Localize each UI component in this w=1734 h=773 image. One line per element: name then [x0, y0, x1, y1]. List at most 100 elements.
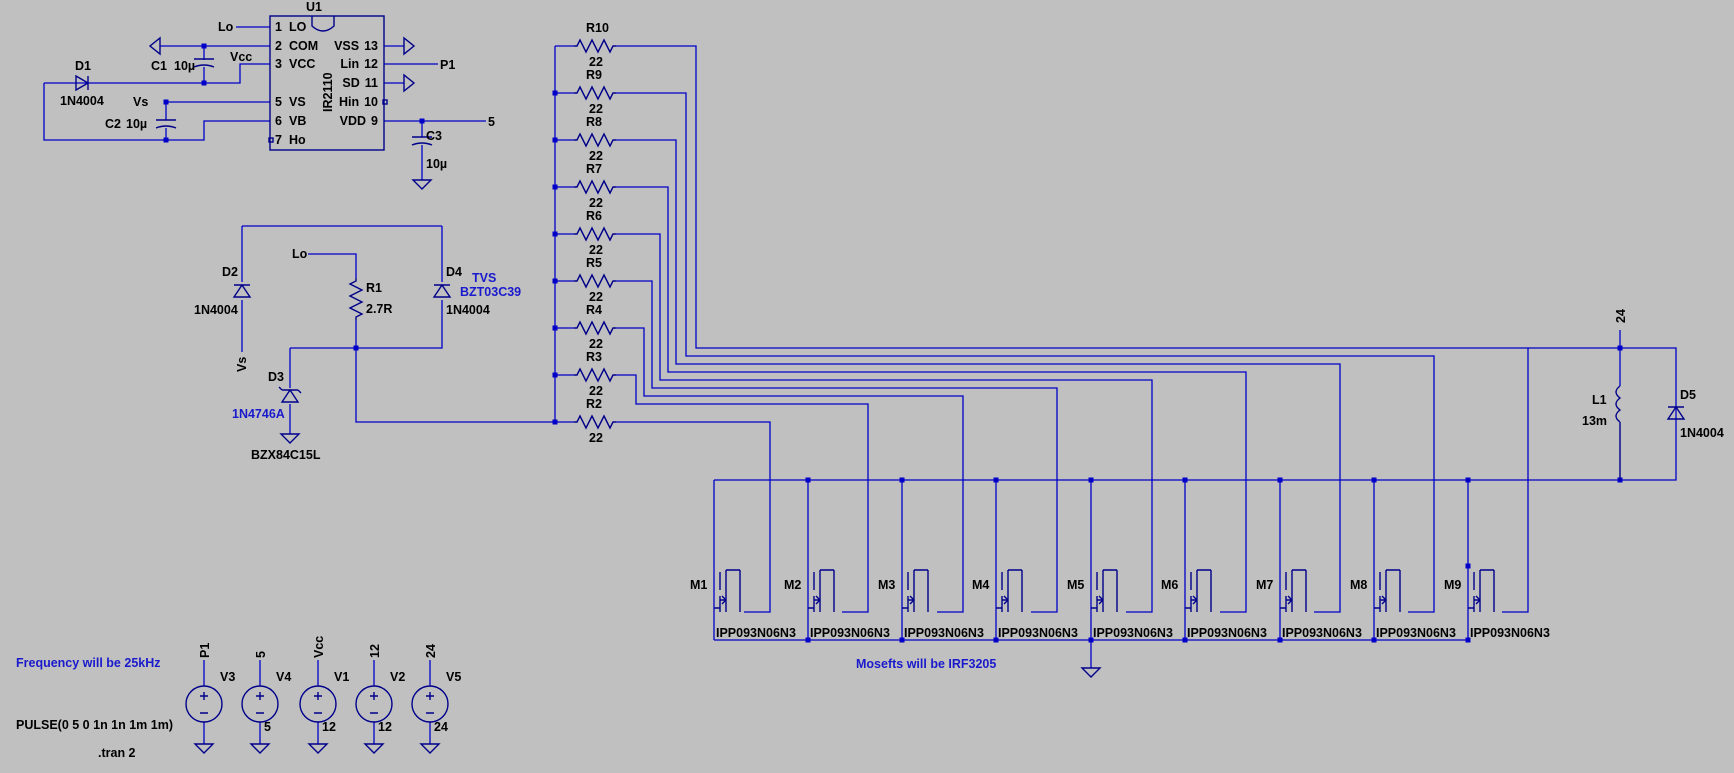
mosfet-ref: M2 — [784, 578, 801, 592]
mosfet-arrow — [721, 595, 727, 605]
l1-value: 13m — [1582, 414, 1607, 428]
d2-ref: D2 — [222, 265, 238, 279]
net-label-vcc: Vcc — [230, 50, 252, 64]
mosfet-symbol — [714, 569, 741, 612]
gate-resistor-value: 22 — [589, 102, 603, 116]
wire — [356, 300, 443, 349]
resistor-symbol — [574, 273, 616, 289]
gate-resistor-ref: R5 — [586, 256, 602, 270]
mosfet-arrow — [1098, 595, 1104, 605]
wire — [616, 92, 1435, 613]
capacitor-symbol — [155, 119, 177, 129]
mosfet-part: IPP093N06N3 — [1093, 626, 1173, 640]
source-polarity — [314, 692, 322, 714]
gate-resistor-value: 22 — [589, 149, 603, 163]
ic-pin-number: 6 — [275, 114, 282, 128]
gate-resistor-value: 22 — [589, 384, 603, 398]
source-ref: V4 — [276, 670, 291, 684]
source-value: 24 — [434, 720, 448, 734]
junction-dot — [1465, 563, 1471, 569]
resistor-symbol — [574, 367, 616, 383]
capacitor-symbol — [193, 58, 215, 68]
mosfet-ref: M9 — [1444, 578, 1461, 592]
ground-symbol — [249, 743, 271, 754]
ic-pin-number: 7 — [275, 133, 282, 147]
ic-pin-name: Ho — [289, 133, 306, 147]
net-label-vs: Vs — [133, 95, 148, 109]
d3-value: 1N4746A — [232, 407, 285, 421]
source-value: 12 — [378, 720, 392, 734]
voltage-source — [355, 685, 393, 723]
d3-ref: D3 — [268, 370, 284, 384]
resistor-symbol — [574, 85, 616, 101]
ic-pin-name: VB — [289, 114, 306, 128]
resistor-symbol — [574, 38, 616, 54]
c1-ref: C1 — [151, 59, 167, 73]
mosfet-part: IPP093N06N3 — [1282, 626, 1362, 640]
mosfet-ref: M4 — [972, 578, 989, 592]
wire — [616, 280, 1058, 613]
components — [75, 15, 1686, 754]
voltage-source — [241, 685, 279, 723]
d3-alt: BZX84C15L — [251, 448, 321, 462]
ground-symbol — [279, 433, 301, 444]
net-label-lo: Lo — [292, 247, 308, 261]
pin-marker — [382, 99, 388, 105]
c3-ref: C3 — [426, 129, 442, 143]
mosfet-ref: M1 — [690, 578, 707, 592]
ic-body — [269, 15, 385, 151]
r1-value: 2.7R — [366, 302, 392, 316]
gate-resistor-ref: R9 — [586, 68, 602, 82]
source-ref: V5 — [446, 670, 461, 684]
mosfet-symbol — [1468, 569, 1495, 612]
ic-ref: U1 — [306, 0, 322, 14]
wire — [616, 421, 771, 613]
net-label-p1: P1 — [440, 58, 455, 72]
mosfet-part: IPP093N06N3 — [998, 626, 1078, 640]
note-frequency: Frequency will be 25kHz — [16, 656, 161, 670]
gate-resistor-ref: R8 — [586, 115, 602, 129]
mosfet-part: IPP093N06N3 — [1187, 626, 1267, 640]
note-pulse: PULSE(0 5 0 1n 1n 1m 1m) — [16, 718, 173, 732]
d5-value: 1N4004 — [1680, 426, 1724, 440]
c1-value: 10µ — [174, 59, 195, 73]
diode-symbol — [278, 386, 302, 403]
mosfet-arrow — [909, 595, 915, 605]
gate-resistor-ref: R10 — [586, 21, 609, 35]
diode-symbol — [432, 283, 452, 298]
junction-dot — [552, 419, 558, 425]
wire — [308, 253, 357, 278]
capacitor-symbol — [411, 136, 433, 146]
source-polarity — [426, 692, 434, 714]
voltage-source — [185, 685, 223, 723]
net-label-24: 24 — [1614, 309, 1628, 323]
mosfet-symbol — [1374, 569, 1401, 612]
net-label-lo: Lo — [218, 20, 234, 34]
ground-symbol — [411, 179, 433, 190]
ground-symbol — [363, 743, 385, 754]
voltage-source — [299, 685, 337, 723]
mosfet-symbol — [1185, 569, 1212, 612]
wire — [1528, 347, 1677, 481]
gate-resistor-value: 22 — [589, 55, 603, 69]
resistor-symbol — [348, 278, 364, 320]
d4-ref: D4 — [446, 265, 462, 279]
mosfet-arrow — [1475, 595, 1481, 605]
source-ref: V3 — [220, 670, 235, 684]
mosfet-symbol — [1280, 569, 1307, 612]
ground-symbol — [148, 36, 161, 56]
mosfet-part: IPP093N06N3 — [904, 626, 984, 640]
gate-resistor-value: 22 — [589, 290, 603, 304]
note-tran: .tran 2 — [98, 746, 136, 760]
diode-symbol — [75, 74, 90, 92]
mosfet-part: IPP093N06N3 — [716, 626, 796, 640]
ground-symbol — [307, 743, 329, 754]
ic-pin-name: VS — [289, 95, 306, 109]
inductor-symbol — [1615, 385, 1622, 480]
